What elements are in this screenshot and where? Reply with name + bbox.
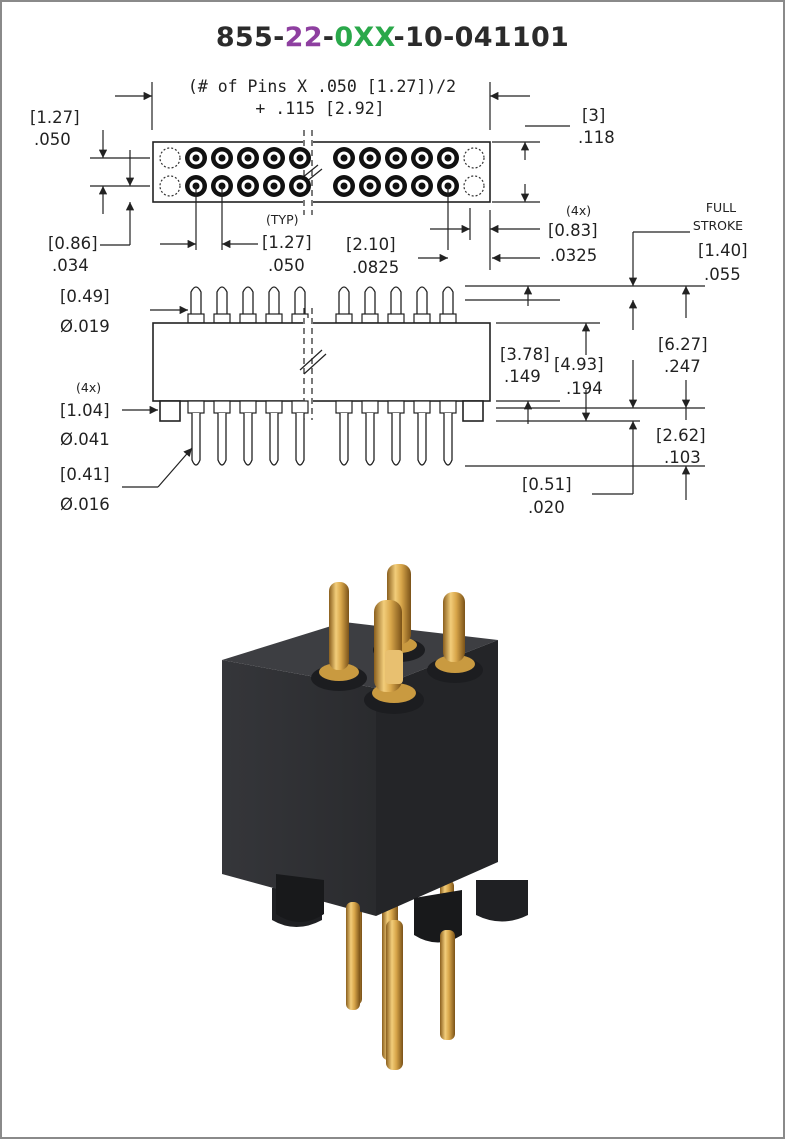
top-view-pin-grid	[159, 147, 485, 197]
product-render	[222, 564, 528, 1070]
standoff-dia-note: (4x)	[76, 380, 101, 395]
part-number-suffix: -10-041101	[393, 22, 570, 53]
side-tail	[417, 413, 427, 466]
housing-front	[222, 660, 376, 916]
formula-line2: + .115 [2.92]	[255, 99, 384, 118]
side-tail	[217, 413, 227, 466]
top-view: (# of Pins X .050 [1.27])/2 + .115 [2.92…	[30, 77, 615, 277]
tail-dia-mm: [0.41]	[60, 465, 110, 484]
side-tail	[339, 413, 349, 466]
end-offset-in: .0825	[352, 258, 399, 277]
side-tail	[191, 413, 201, 466]
part-number-prefix: 855-	[215, 22, 285, 53]
full-stroke-in: .055	[704, 265, 741, 284]
tail-dia-in: Ø.016	[60, 495, 110, 514]
pitch-in: .050	[268, 256, 305, 275]
row-offset-in: .050	[34, 130, 71, 149]
overall-height-mm: [6.27]	[658, 335, 708, 354]
height-in: .118	[578, 128, 615, 147]
tail-length-in: .103	[664, 448, 701, 467]
side-tail	[391, 413, 401, 466]
body-height-mm: [3.78]	[500, 345, 550, 364]
side-tail	[295, 413, 305, 466]
side-view-housing	[152, 322, 491, 402]
part-number-dash: -	[322, 22, 335, 53]
standoff-dia-in: Ø.041	[60, 430, 110, 449]
body-height-in: .149	[504, 367, 541, 386]
pin-position-empty	[159, 175, 181, 197]
row-offset-mm: [1.27]	[30, 108, 80, 127]
standoff-height-in: .020	[528, 498, 565, 517]
pin-position-empty	[159, 147, 181, 169]
edge-offset-mm: [0.86]	[48, 234, 98, 253]
pin-position-empty	[463, 175, 485, 197]
plunger-dia-in: Ø.019	[60, 317, 110, 336]
full-stroke-mm: [1.40]	[698, 241, 748, 260]
side-tail	[365, 413, 375, 466]
end-offset-mm: [2.10]	[346, 235, 396, 254]
standoff-dia-mm: [1.04]	[60, 401, 110, 420]
edge-offset-in: .034	[52, 256, 89, 275]
end-pad-mm: [0.83]	[548, 221, 598, 240]
part-number-title: 855-22-0XX-10-041101	[0, 22, 785, 53]
overall-height-in: .247	[664, 357, 701, 376]
side-tail	[243, 413, 253, 466]
standoff-left	[159, 400, 181, 422]
full-stroke-note1: FULL	[706, 200, 736, 215]
side-view-plungers	[187, 286, 457, 324]
end-pad-in: .0325	[550, 246, 597, 265]
formula-line1: (# of Pins X .050 [1.27])/2	[188, 77, 456, 96]
mid-height-in: .194	[566, 379, 603, 398]
mid-height-mm: [4.93]	[554, 355, 604, 374]
pin-position-empty	[463, 147, 485, 169]
plunger-dia-mm: [0.49]	[60, 287, 110, 306]
top-view-housing	[152, 141, 491, 203]
standoff-right	[462, 400, 484, 422]
side-tail	[443, 413, 453, 466]
side-view: [0.49] Ø.019 (4x) [1.04] Ø.041 [0.41] Ø.…	[60, 200, 748, 517]
full-stroke-note2: STROKE	[693, 218, 743, 233]
housing-top	[222, 622, 498, 688]
part-number-pin-count: 22	[284, 22, 323, 53]
standoff-height-mm: [0.51]	[522, 475, 572, 494]
pitch-note: (TYP)	[266, 212, 299, 227]
end-pad-note: (4x)	[566, 203, 591, 218]
side-tail	[269, 413, 279, 466]
tail-length-mm: [2.62]	[656, 426, 706, 445]
pitch-mm: [1.27]	[262, 233, 312, 252]
side-view-tails	[187, 400, 457, 466]
part-number-variant: 0XX	[334, 22, 394, 53]
height-mm: [3]	[582, 106, 605, 125]
